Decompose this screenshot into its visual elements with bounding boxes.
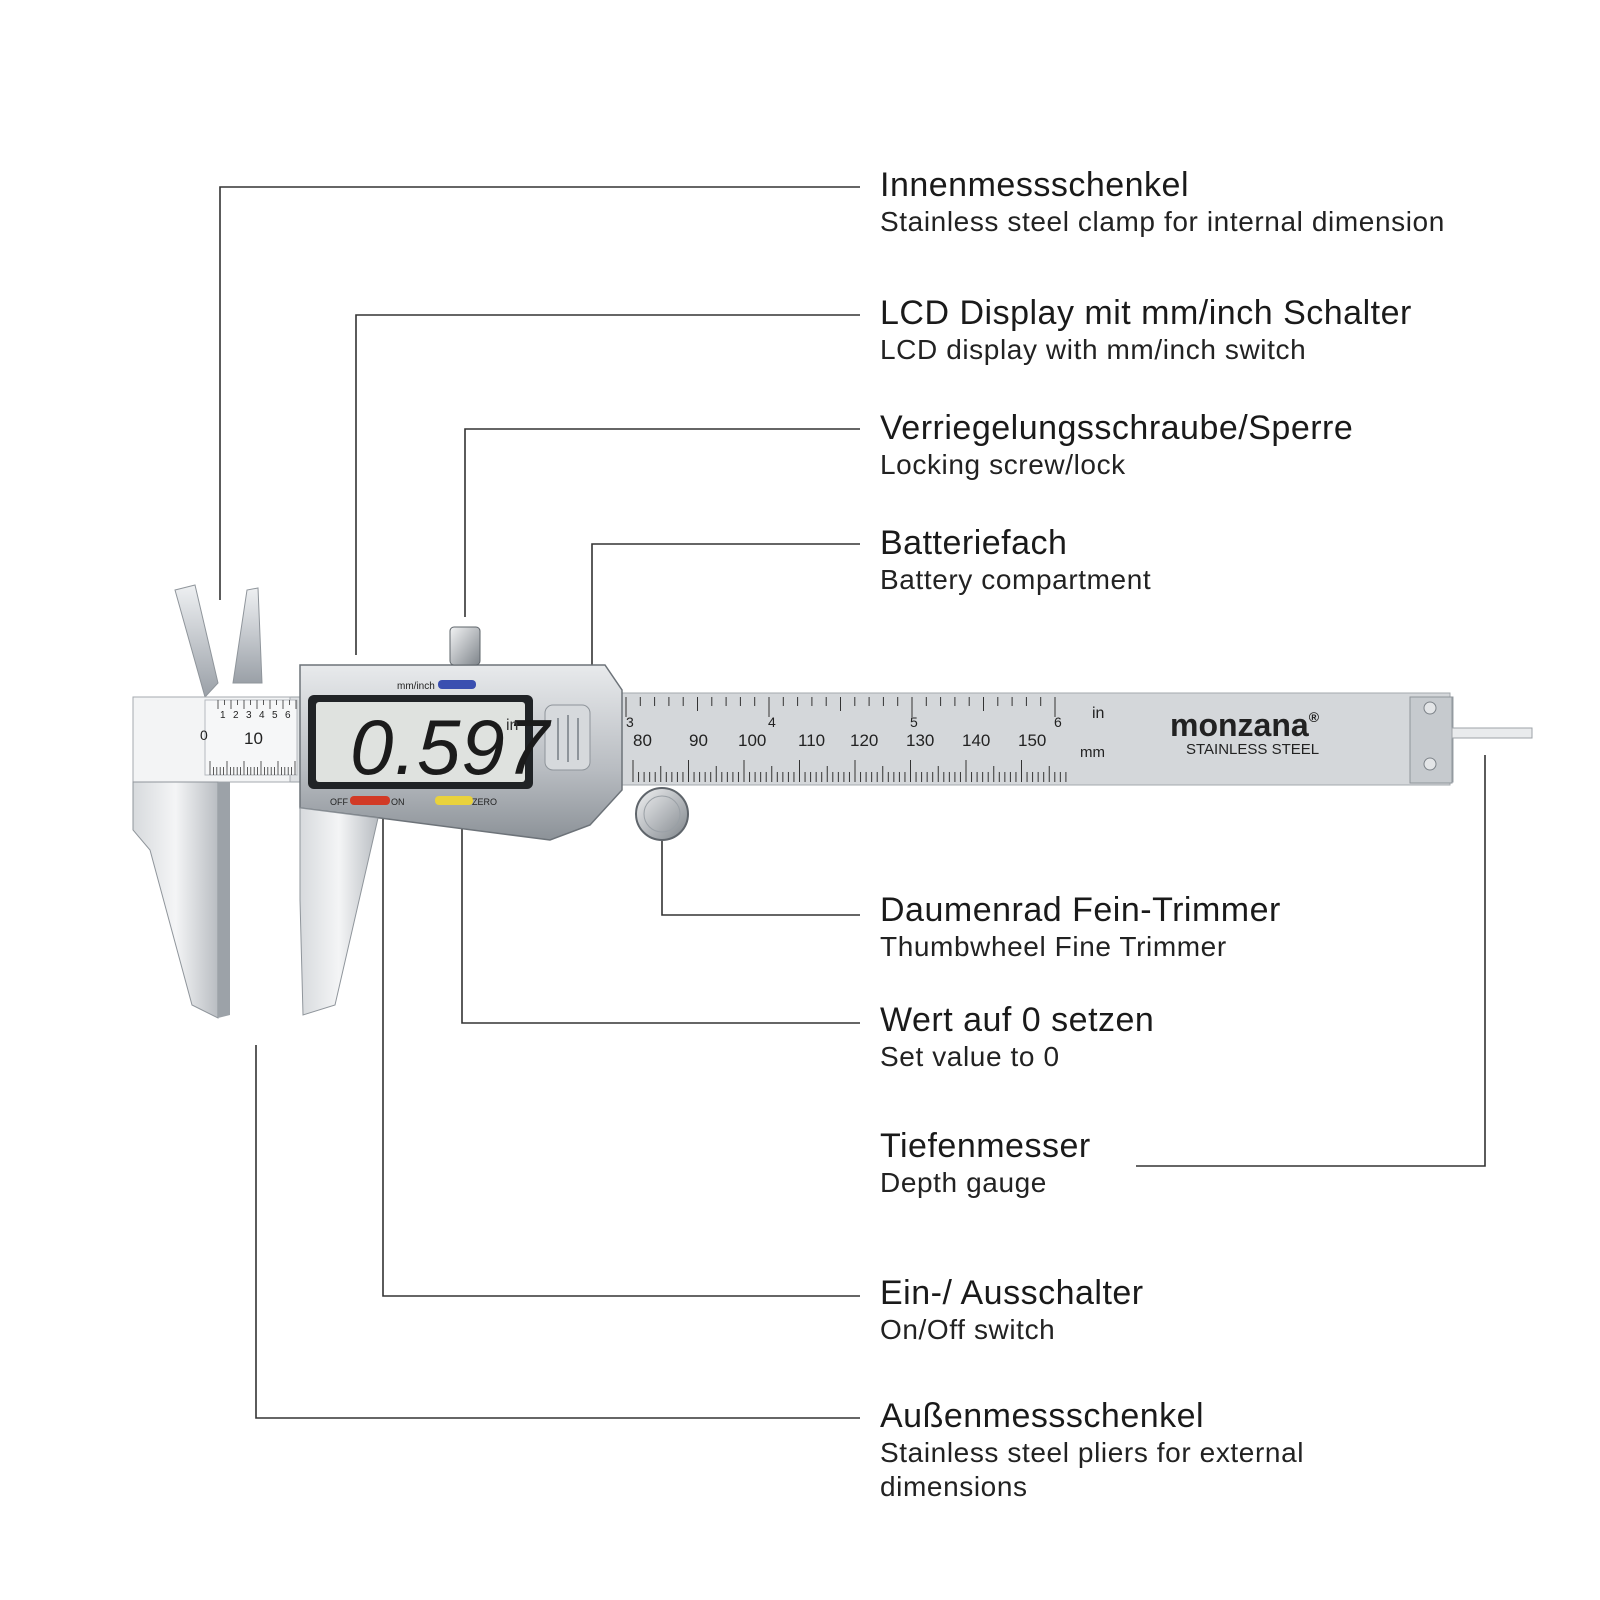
vernier-small-5: 5 — [272, 710, 278, 721]
mm-label-140: 140 — [962, 731, 990, 750]
brand-logo: monzana® STAINLESS STEEL — [1170, 707, 1320, 758]
leader-locking-screw — [464, 428, 860, 617]
callout-subtitle: Depth gauge — [880, 1167, 1047, 1198]
vernier-label-0: 0 — [200, 727, 208, 743]
callout-locking-screw: Verriegelungsschraube/Sperre Locking scr… — [880, 408, 1353, 482]
callout-depth: Tiefenmesser Depth gauge — [880, 1126, 1091, 1200]
mm-inch-button[interactable]: mm/inch — [397, 680, 476, 692]
callout-subtitle: Stainless steel pliers for external dime… — [880, 1437, 1305, 1502]
leader-thumbwheel — [661, 832, 860, 916]
leader-external-jaws — [255, 1045, 860, 1419]
callout-title: Tiefenmesser — [880, 1127, 1091, 1165]
callout-battery: Batteriefach Battery compartment — [880, 523, 1151, 597]
callout-thumbwheel: Daumenrad Fein-Trimmer Thumbwheel Fine T… — [880, 890, 1281, 964]
leader-internal-jaws — [219, 186, 860, 600]
mm-label-120: 120 — [850, 731, 878, 750]
thumbwheel[interactable] — [635, 787, 689, 841]
mm-label-90: 90 — [689, 731, 708, 750]
unit-in: in — [1092, 705, 1104, 722]
lcd-display: 0.597 in — [308, 695, 552, 791]
fixed-jaw — [132, 584, 291, 1019]
callout-subtitle: On/Off switch — [880, 1314, 1056, 1345]
callout-subtitle: Thumbwheel Fine Trimmer — [880, 931, 1227, 962]
callout-external-jaws: Außenmessschenkel Stainless steel pliers… — [880, 1396, 1440, 1504]
callout-onoff: Ein-/ Ausschalter On/Off switch — [880, 1273, 1144, 1347]
callout-title: Wert auf 0 setzen — [880, 1001, 1155, 1039]
mm-label-110: 110 — [798, 731, 825, 750]
locking-screw[interactable] — [449, 626, 481, 666]
inch-label-5: 5 — [910, 714, 918, 730]
inch-label-6: 6 — [1054, 714, 1062, 730]
brand-subtitle: STAINLESS STEEL — [1186, 741, 1319, 758]
leader-zero — [461, 808, 860, 1024]
callout-title: Innenmessschenkel — [880, 166, 1190, 204]
callout-title: Verriegelungsschraube/Sperre — [880, 409, 1354, 447]
callout-zero: Wert auf 0 setzen Set value to 0 — [880, 1000, 1154, 1074]
vernier-small-2: 2 — [233, 710, 239, 721]
callout-title: Außenmessschenkel — [880, 1397, 1205, 1435]
on-label: ON — [391, 797, 405, 807]
callout-title: Ein-/ Ausschalter — [880, 1274, 1144, 1312]
callout-title: Batteriefach — [880, 524, 1068, 562]
mm-inch-label: mm/inch — [397, 681, 435, 692]
on-off-switch[interactable]: OFF ON — [330, 796, 405, 807]
vernier-scale: 0 10 1 2 3 4 5 6 — [200, 699, 298, 776]
inch-label-3: 3 — [626, 714, 634, 730]
callout-lcd-display: LCD Display mit mm/inch Schalter LCD dis… — [880, 293, 1412, 367]
mm-label-100: 100 — [738, 731, 766, 750]
internal-jaw-moving — [232, 587, 263, 684]
callout-internal-jaws: Innenmessschenkel Stainless steel clamp … — [880, 165, 1445, 239]
zero-label: ZERO — [472, 797, 497, 807]
callout-subtitle: Set value to 0 — [880, 1041, 1060, 1072]
callout-title: Daumenrad Fein-Trimmer — [880, 891, 1281, 929]
vernier-small-3: 3 — [246, 710, 252, 721]
leader-onoff — [382, 808, 860, 1297]
callout-subtitle: Stainless steel clamp for internal dimen… — [880, 206, 1445, 237]
vernier-label-10: 10 — [244, 729, 263, 748]
leader-lines — [219, 186, 1486, 1419]
vernier-small-6: 6 — [285, 710, 291, 721]
callout-subtitle: LCD display with mm/inch switch — [880, 334, 1307, 365]
leader-battery — [591, 543, 860, 668]
mm-label-80: 80 — [633, 731, 652, 750]
mm-label-150: 150 — [1018, 731, 1046, 750]
brand-name: monzana® — [1170, 707, 1320, 743]
inch-label-4: 4 — [768, 714, 776, 730]
zero-button[interactable]: ZERO — [435, 796, 497, 807]
unit-mm: mm — [1080, 744, 1105, 761]
vernier-small-1: 1 — [220, 710, 226, 721]
vernier-small-4: 4 — [259, 710, 265, 721]
callout-subtitle: Locking screw/lock — [880, 449, 1126, 480]
lcd-reading: 0.597 — [350, 703, 552, 791]
off-label: OFF — [330, 797, 348, 807]
leader-depth — [1136, 755, 1486, 1167]
mm-label-130: 130 — [906, 731, 934, 750]
callout-title: LCD Display mit mm/inch Schalter — [880, 294, 1412, 332]
callout-subtitle: Battery compartment — [880, 564, 1152, 595]
leader-lcd-display — [355, 314, 860, 655]
lcd-unit: in — [506, 717, 518, 734]
